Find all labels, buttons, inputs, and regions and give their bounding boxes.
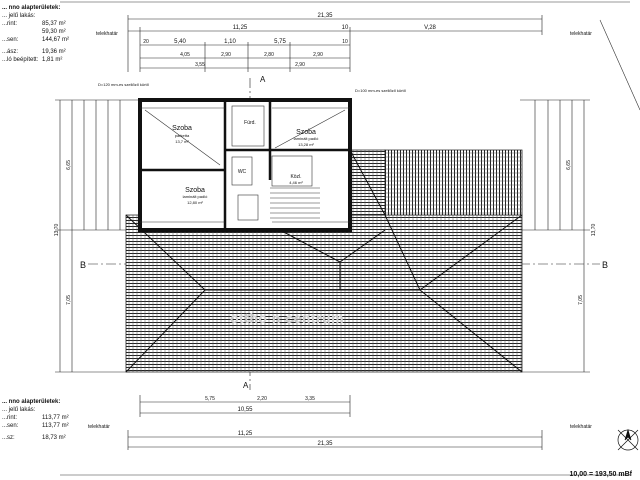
- dim-right-upper: 6,65: [566, 160, 572, 170]
- right-dimensions: [520, 99, 590, 373]
- legend-top-row: ...ász: 19,36 m²: [2, 48, 82, 56]
- room-area-bedroom-2: 13,28 m²: [298, 142, 314, 147]
- roof-main: [125, 214, 523, 373]
- north-arrow-icon: [617, 428, 639, 451]
- dim-top-row3-d: 5,75: [274, 39, 286, 45]
- room-name-hall: Közl.: [290, 174, 301, 180]
- room-name-bedroom-3: Szoba: [185, 187, 205, 194]
- legend-top-row: ...sen: 144,67 m²: [2, 36, 82, 44]
- room-name-bedroom-1: Szoba: [172, 125, 192, 132]
- legend-top-value: 144,67 m²: [42, 37, 70, 43]
- dim-left-lower: 7,05: [66, 295, 72, 305]
- legend-bottom-value: 113,77 m²: [42, 415, 69, 421]
- section-mark-b-right: B: [602, 260, 608, 270]
- legend-bottom-title: ... nno alapterületek:: [2, 399, 61, 405]
- room-area-bedroom-3: 12,80 m²: [187, 200, 203, 205]
- dim-bottom-row1-c: 3,35: [305, 396, 315, 402]
- dim-top-row3-e: 10: [342, 39, 348, 45]
- section-mark-a-bottom: A: [243, 381, 249, 390]
- room-name-bath: Fürd.: [244, 120, 256, 126]
- dim-bottom-overall: 21,35: [317, 441, 333, 447]
- legend-bottom-label: ...sen:: [2, 423, 19, 429]
- room-area-hall: 4,46 m²: [289, 180, 303, 185]
- room-name-bedroom-2: Szoba: [296, 129, 316, 136]
- dim-top-row2-b: 10: [342, 25, 349, 31]
- legend-bottom-row: ...sen: 113,77 m²: [2, 422, 82, 430]
- dim-bottom-row1-a: 5,75: [205, 396, 215, 402]
- legend-top-row: ...ló beépített: 1,81 m²: [2, 56, 82, 64]
- roof-right-wing: [384, 149, 523, 216]
- floor-plan: Szoba parketta 13,7 m² Szoba laminált pa…: [138, 98, 352, 232]
- property-line-label-bottom-left: telekhatár: [88, 424, 110, 430]
- room-detail-bedroom-2: laminált padló: [294, 136, 319, 141]
- legend-bottom-value: 113,77 m²: [42, 423, 69, 429]
- dim-left-upper: 6,65: [66, 160, 72, 170]
- legend-top-row: 59,30 m²: [2, 28, 82, 36]
- legend-top-value: 85,37 m²: [42, 21, 66, 27]
- dim-top-row2-c: V,28: [424, 25, 436, 31]
- legend-top-value: 19,36 m²: [42, 49, 66, 55]
- dim-top-row5-b: 2,90: [295, 62, 305, 68]
- watermark-logo: ottho n centrum: [230, 310, 345, 326]
- legend-top-value: 59,30 m²: [42, 29, 66, 35]
- dim-top-row2-a: 11,25: [233, 25, 248, 31]
- elevation-note: 10,00 = 193,50 mBf: [569, 471, 632, 478]
- dim-right-lower: 7,05: [578, 295, 584, 305]
- dim-top-row5-a: 3,55: [195, 62, 205, 68]
- property-line-label-top-left: telekhatár: [96, 31, 118, 37]
- area-legend-bottom: ... nno alapterületek: ... jelű lakás: .…: [2, 398, 82, 442]
- legend-bottom-value: 18,73 m²: [42, 435, 66, 441]
- room-area-bedroom-1: 13,7 m²: [175, 139, 189, 144]
- chimney-note-right: D=100 mm-es szellőző kürtő: [355, 88, 407, 93]
- property-line-right: [599, 19, 640, 111]
- dim-top-row4-c: 2,80: [264, 52, 274, 58]
- legend-top-title: ... nno alapterületek:: [2, 5, 61, 11]
- bottom-dimensions: [127, 395, 543, 450]
- legend-top-row: ...rint: 85,37 m²: [2, 20, 82, 28]
- dim-top-row4-a: 4,05: [180, 52, 190, 58]
- property-line-label-top-right: telekhatár: [570, 31, 592, 37]
- dim-bottom-row2: 10,55: [237, 407, 253, 413]
- chimney-note-left: D=120 mm-es szellőző kürtő: [98, 82, 150, 87]
- legend-top-label: ...ló beépített:: [2, 57, 39, 63]
- dim-top-row3-c: 1,10: [224, 39, 236, 45]
- section-mark-a-top: A: [260, 75, 266, 84]
- dim-right-overall: 13,70: [591, 224, 597, 237]
- area-legend-top: ... nno alapterületek: ... jelű lakás: .…: [2, 4, 82, 64]
- property-line-label-bottom-right: telekhatár: [570, 424, 592, 430]
- staircase: [270, 187, 320, 219]
- dim-left-overall: 13,70: [54, 224, 60, 237]
- room-detail-bedroom-1: parketta: [175, 133, 190, 138]
- room-detail-bedroom-3: laminált padló: [183, 194, 208, 199]
- legend-top-label: ...ász:: [2, 49, 19, 55]
- legend-bottom-label: ...sz:: [2, 435, 15, 441]
- roof: [125, 149, 523, 373]
- legend-top-value: 1,81 m²: [42, 57, 63, 63]
- legend-bottom-subtitle: ... jelű lakás:: [2, 407, 36, 413]
- top-dimensions: [127, 15, 543, 72]
- dim-bottom-row3: 11,25: [238, 431, 253, 437]
- legend-top-subtitle: ... jelű lakás:: [2, 13, 36, 19]
- legend-top-label: ...rint:: [2, 21, 18, 27]
- dim-top-row3-b: 5,40: [174, 39, 186, 45]
- dim-top-overall: 21,35: [317, 13, 333, 19]
- room-name-wc: WC: [238, 169, 247, 175]
- legend-bottom-row: ...rint: 113,77 m²: [2, 414, 82, 422]
- legend-bottom-row: ...sz: 18,73 m²: [2, 434, 82, 442]
- dim-top-row4-d: 2,90: [313, 52, 323, 58]
- legend-bottom-label: ...rint:: [2, 415, 18, 421]
- legend-top-label: ...sen:: [2, 37, 19, 43]
- section-mark-b-left: B: [80, 260, 86, 270]
- dim-top-row4-b: 2,90: [221, 52, 231, 58]
- dim-bottom-row1-b: 2,20: [257, 396, 267, 402]
- dim-top-row3-a: 20: [143, 39, 149, 45]
